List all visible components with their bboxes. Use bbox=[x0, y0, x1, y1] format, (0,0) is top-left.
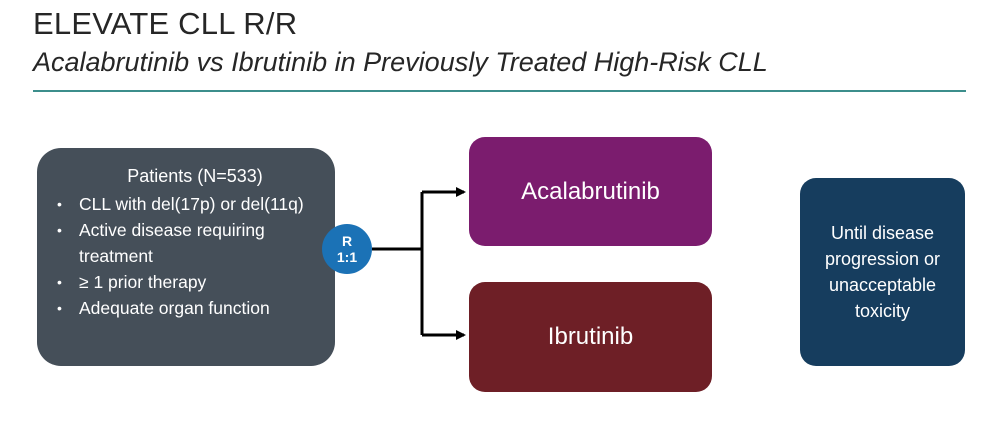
eligibility-item: •≥ 1 prior therapy bbox=[55, 269, 325, 295]
slide-title: ELEVATE CLL R/R bbox=[33, 6, 298, 41]
arm-ibrutinib: Ibrutinib bbox=[469, 282, 712, 392]
title-divider bbox=[33, 90, 966, 92]
treatment-duration-text: Until disease progression or unacceptabl… bbox=[824, 223, 941, 321]
bullet-icon: • bbox=[57, 222, 62, 238]
eligibility-item: •CLL with del(17p) or del(11q) bbox=[55, 191, 325, 217]
eligibility-item: •Active disease requiring treatment bbox=[55, 217, 325, 269]
bullet-icon: • bbox=[57, 274, 62, 290]
treatment-duration-box: Until disease progression or unacceptabl… bbox=[800, 178, 965, 366]
eligibility-item: •Adequate organ function bbox=[55, 295, 325, 321]
randomization-label: R bbox=[341, 233, 353, 249]
arm-label: Acalabrutinib bbox=[521, 177, 660, 205]
slide-subtitle: Acalabrutinib vs Ibrutinib in Previously… bbox=[33, 47, 768, 77]
arm-acalabrutinib: Acalabrutinib bbox=[469, 137, 712, 246]
patients-box: Patients (N=533) •CLL with del(17p) or d… bbox=[37, 148, 335, 366]
arm-label: Ibrutinib bbox=[547, 323, 634, 350]
randomization-ratio: 1:1 bbox=[336, 249, 358, 265]
bullet-icon: • bbox=[57, 196, 62, 212]
patients-heading: Patients (N=533) bbox=[127, 166, 263, 186]
bullet-icon: • bbox=[57, 300, 62, 316]
eligibility-list: •CLL with del(17p) or del(11q) •Active d… bbox=[55, 191, 325, 321]
randomization-badge: R 1:1 bbox=[322, 224, 372, 274]
